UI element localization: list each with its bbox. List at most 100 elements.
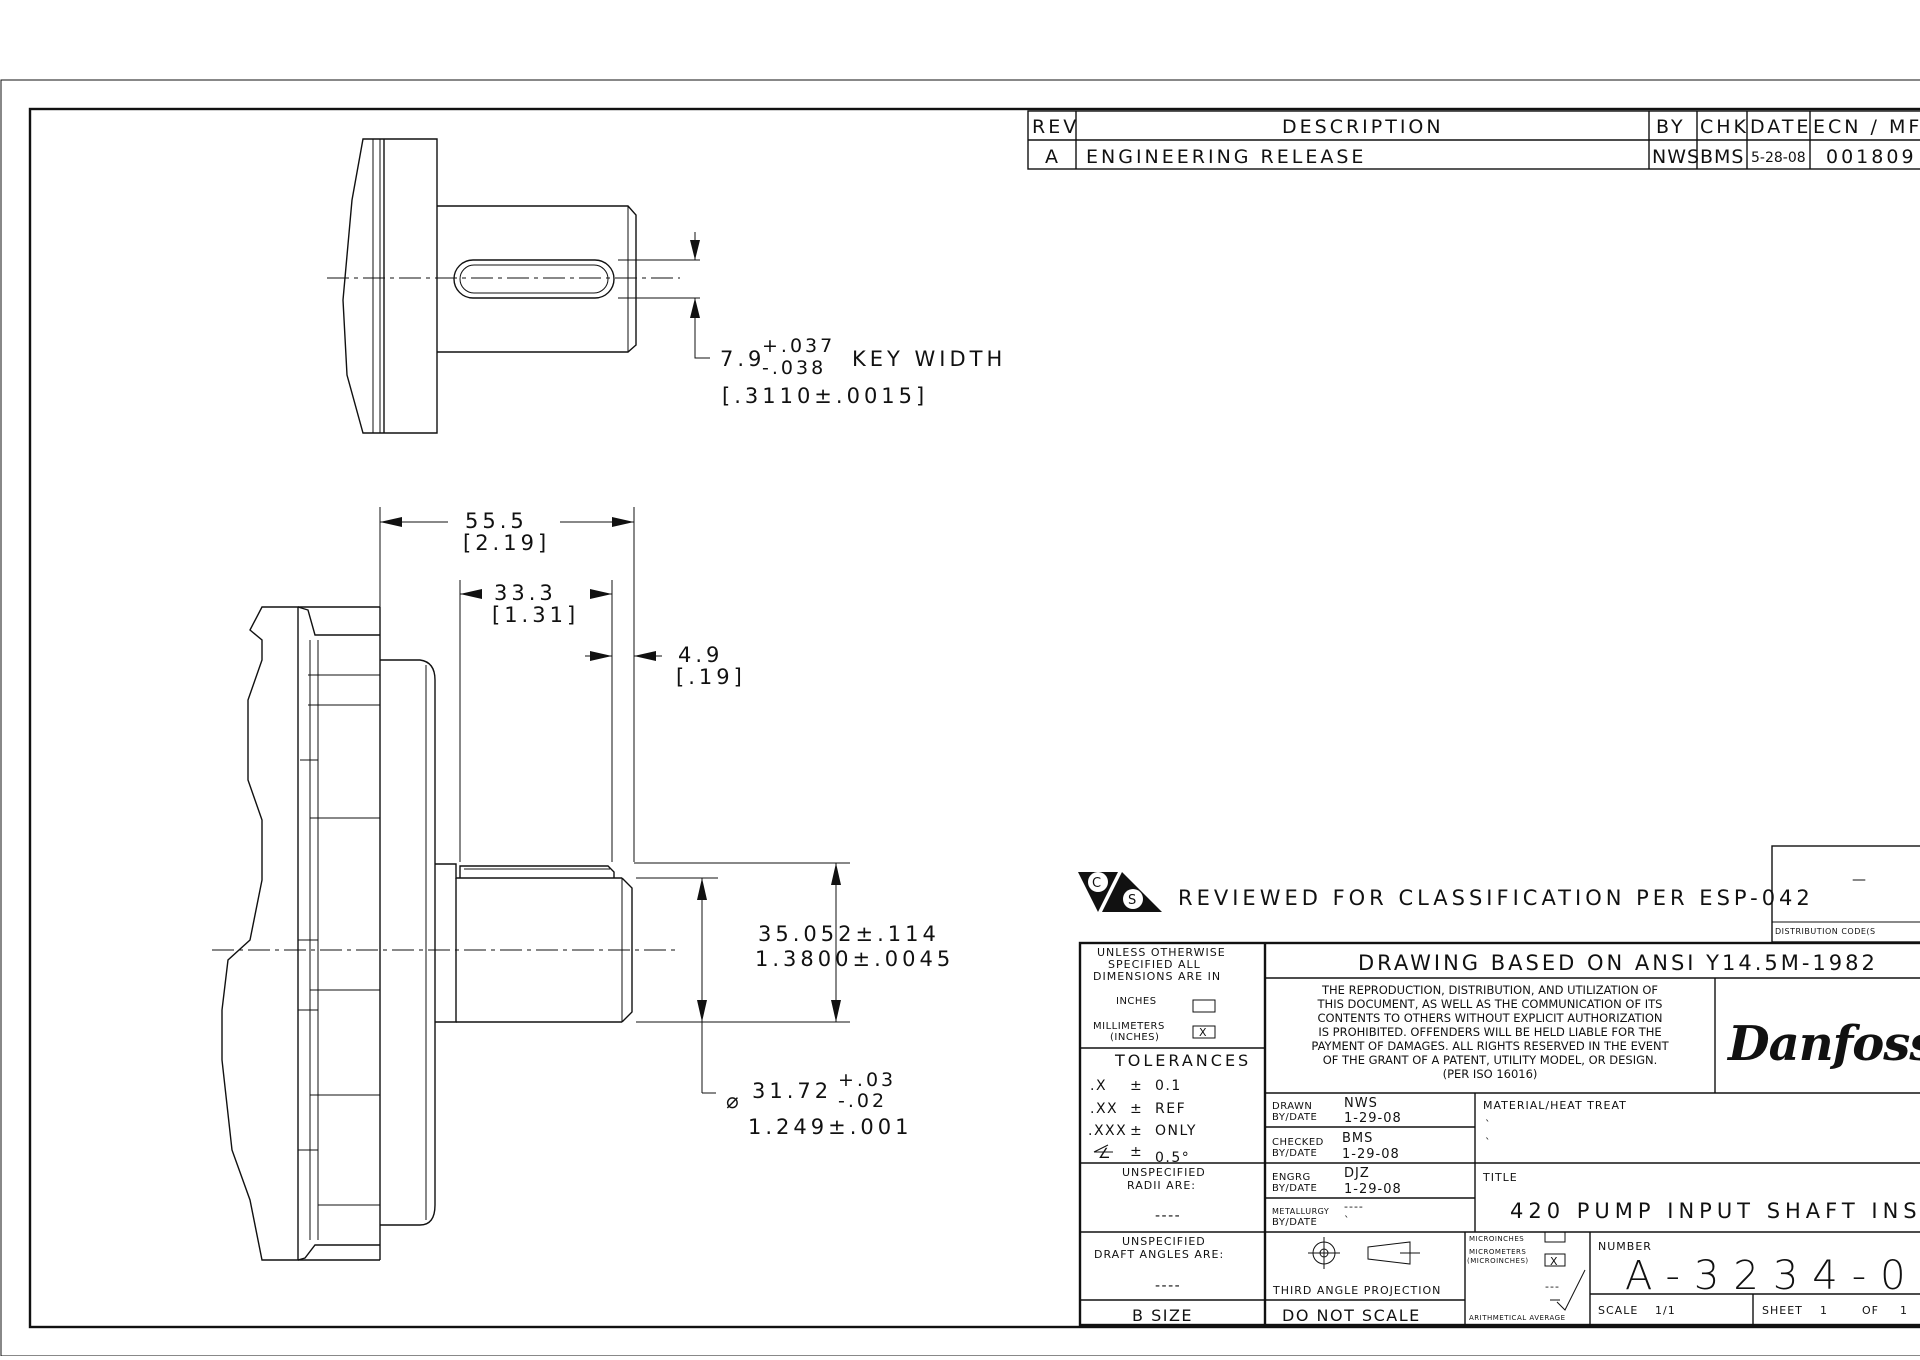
rev-header: REV [1032, 116, 1079, 138]
date-value: 5-28-08 [1751, 150, 1806, 166]
drawn-date: 1-29-08 [1344, 1111, 1402, 1126]
checked-date: 1-29-08 [1342, 1147, 1400, 1162]
finish-label: ARITHMETICAL AVERAGE [1469, 1314, 1566, 1322]
number-label: NUMBER [1598, 1240, 1652, 1253]
units-heading-1: UNLESS OTHERWISE [1097, 946, 1226, 959]
svg-text:THE REPRODUCTION, DISTRIBUTION: THE REPRODUCTION, DISTRIBUTION, AND UTIL… [1321, 983, 1658, 997]
tol-pm-xxx: ± [1130, 1123, 1143, 1139]
metallurgy-label-2: BY/DATE [1272, 1217, 1317, 1228]
svg-text:PAYMENT OF DAMAGES. ALL RIGHT: PAYMENT OF DAMAGES. ALL RIGHTS RESERVED … [1311, 1039, 1669, 1053]
engrg-by: DJZ [1344, 1166, 1370, 1181]
draft-value: ---- [1155, 1278, 1181, 1294]
finish-units-2: MICROMETERS [1469, 1248, 1526, 1256]
key-width-tol-plus: +.037 [762, 335, 835, 357]
outer-border [0, 79, 1920, 1357]
distribution-label: DISTRIBUTION CODE(S [1775, 927, 1876, 936]
finish-check: X [1550, 1255, 1559, 1268]
end-offset-inch: [.19] [676, 665, 746, 689]
title-label: TITLE [1482, 1171, 1518, 1184]
drawing-number: A-3234-010 [1625, 1253, 1920, 1299]
tol-key-x: .X [1090, 1078, 1107, 1094]
material-label: MATERIAL/HEAT TREAT [1483, 1099, 1627, 1112]
badge-s: S [1128, 893, 1137, 908]
checked-label-2: BY/DATE [1272, 1148, 1317, 1159]
of-value: 1 [1900, 1304, 1908, 1317]
engrg-label-1: ENGRG [1272, 1172, 1311, 1183]
finish-units-3: (MICROINCHES) [1467, 1257, 1529, 1265]
millimeters-label: MILLIMETERS [1093, 1021, 1165, 1032]
tol-val-angle: 0.5° [1155, 1150, 1190, 1166]
diameter-symbol: ⌀ [726, 1089, 743, 1113]
millimeters-sub: (INCHES) [1110, 1032, 1159, 1043]
notice: THE REPRODUCTION, DISTRIBUTION, AND UTIL… [1311, 983, 1669, 1081]
chk-header: CHK [1700, 116, 1749, 138]
end-offset: 4.9 [678, 643, 723, 667]
classification-text: REVIEWED FOR CLASSIFICATION PER ESP-042 [1178, 886, 1814, 910]
svg-text:(PER ISO 16016): (PER ISO 16016) [1443, 1067, 1538, 1081]
ecn-header: ECN / MF [1813, 116, 1920, 138]
tol-val-x: 0.1 [1155, 1078, 1182, 1094]
tol-pm-x: ± [1130, 1078, 1143, 1094]
radii-heading-2: RADII ARE: [1127, 1179, 1196, 1192]
classification-badges [1078, 872, 1162, 912]
description-header: DESCRIPTION [1282, 116, 1444, 138]
metallurgy-label-1: METALLURGY [1272, 1207, 1329, 1216]
tol-key-xx: .XX [1090, 1101, 1118, 1117]
shaft-diameter: 31.72 [752, 1079, 832, 1103]
shaft-side-view [212, 507, 850, 1261]
drawn-label-1: DRAWN [1272, 1101, 1312, 1112]
distribution-value: — [1852, 872, 1868, 888]
units-heading-3: DIMENSIONS ARE IN [1093, 970, 1221, 983]
key-width-label: KEY WIDTH [852, 347, 1006, 371]
key-height: 35.052±.114 [758, 922, 940, 946]
key-length: 33.3 [494, 581, 557, 605]
finish-value: --- [1545, 1280, 1560, 1293]
metallurgy-date: ` [1344, 1214, 1351, 1227]
chk-value: BMS [1700, 146, 1745, 168]
radii-value: ---- [1155, 1208, 1181, 1224]
draft-heading-1: UNSPECIFIED [1122, 1235, 1206, 1248]
inches-label: INCHES [1116, 996, 1157, 1007]
sheet-value: 1 [1820, 1304, 1828, 1317]
key-height-inch: 1.3800±.0045 [755, 947, 954, 971]
title-block-lines [1078, 941, 1920, 1327]
finish-units-1: MICROINCHES [1469, 1235, 1524, 1243]
radii-heading-1: UNSPECIFIED [1122, 1166, 1206, 1179]
inner-border [28, 107, 1920, 1329]
drawn-by: NWS [1344, 1096, 1378, 1111]
tol-key-xxx: .XXX [1088, 1123, 1127, 1139]
ecn-value: 001809 [1826, 146, 1917, 168]
metallurgy-by: ---- [1344, 1200, 1364, 1213]
tolerance-rows: .X ± 0.1 .XX ± REF .XXX ± ONLY ∠ ± 0.5° [1088, 1078, 1197, 1166]
by-value: NWS [1652, 146, 1700, 168]
date-header: DATE [1750, 116, 1811, 138]
size-label: B SIZE [1132, 1306, 1193, 1325]
drawing-standard: DRAWING BASED ON ANSI Y14.5M-1982 [1358, 951, 1878, 975]
do-not-scale: DO NOT SCALE [1282, 1306, 1421, 1325]
svg-text:OF THE GRANT OF A PATENT, UTIL: OF THE GRANT OF A PATENT, UTILITY MODEL,… [1323, 1053, 1658, 1067]
checked-label-1: CHECKED [1272, 1137, 1324, 1148]
engrg-label-2: BY/DATE [1272, 1183, 1317, 1194]
svg-text:THIS DOCUMENT, AS WELL AS THE: THIS DOCUMENT, AS WELL AS THE COMMUNICAT… [1317, 997, 1663, 1011]
drawn-label-2: BY/DATE [1272, 1112, 1317, 1123]
mm-check: X [1199, 1026, 1208, 1039]
checked-by: BMS [1342, 1131, 1373, 1146]
tolerances-heading: TOLERANCES [1114, 1051, 1251, 1070]
tol-pm-xx: ± [1130, 1101, 1143, 1117]
engrg-date: 1-29-08 [1344, 1182, 1402, 1197]
key-length-inch: [1.31] [492, 603, 579, 627]
projection-label: THIRD ANGLE PROJECTION [1272, 1284, 1441, 1297]
rev-value: A [1045, 146, 1061, 168]
description-value: ENGINEERING RELEASE [1086, 146, 1366, 168]
revision-block: REV DESCRIPTION BY CHK DATE ECN / MF A E… [1027, 110, 1920, 170]
tol-val-xxx: ONLY [1155, 1123, 1197, 1139]
overall-length: 55.5 [465, 509, 528, 533]
shaft-diameter-tol-plus: +.03 [838, 1069, 896, 1091]
shaft-diameter-tol-minus: -.02 [838, 1090, 887, 1112]
drawing-title: 420 PUMP INPUT SHAFT INSTALL [1510, 1199, 1920, 1223]
material-line-2: ` [1485, 1136, 1492, 1149]
draft-heading-2: DRAFT ANGLES ARE: [1094, 1248, 1224, 1261]
danfoss-logo: Danfoss [1726, 1016, 1920, 1072]
sheet-label: SHEET [1762, 1304, 1803, 1317]
